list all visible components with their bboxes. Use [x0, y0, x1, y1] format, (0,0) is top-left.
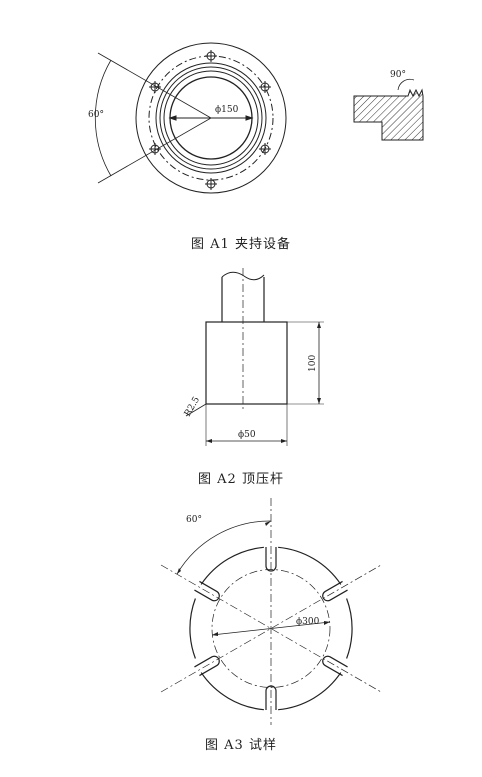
a2-diam-arrow-right: [281, 439, 287, 443]
figure-a1-caption: 图 A1 夹持设备: [191, 237, 291, 252]
a1-diameter-arrow-left: [168, 115, 177, 121]
specimen-arc-3: [278, 672, 342, 711]
section-angle-arc: [397, 78, 415, 91]
figure-a3-specimen: [160, 498, 382, 725]
specimen-arc-4: [200, 672, 264, 711]
a3-diameter-arrow-right: [324, 621, 330, 625]
clamp-bolts: [149, 50, 271, 190]
specimen-arc-2: [346, 598, 353, 659]
a3-diameter-label: ϕ300: [296, 617, 320, 627]
rod-break-line: [221, 271, 265, 281]
a2-height-arrow-bottom: [317, 398, 321, 404]
a1-angle-arc: [94, 59, 112, 177]
figure-a3-caption: 图 A3 试样: [205, 738, 277, 753]
a2-radius-leader: [185, 403, 207, 417]
specimen-slot-upper-right: [322, 580, 348, 602]
a1-angle-line-bottom: [97, 117, 212, 184]
bolt: [149, 81, 161, 93]
specimen-centerline-diag-1: [160, 564, 382, 693]
bolt: [259, 143, 271, 155]
figure-a1-clamp: [94, 42, 287, 194]
specimen-arc-6: [200, 546, 264, 585]
rod-block: [205, 321, 288, 405]
a1-detail-angle-label: 90°: [390, 70, 406, 80]
specimen-slot-lower-right: [322, 655, 348, 677]
a1-angle-line-top: [97, 52, 212, 119]
a2-diameter-label: ϕ50: [238, 430, 256, 440]
figure-a2-caption: 图 A2 顶压杆: [198, 472, 284, 487]
a1-diameter-arrow-right: [245, 115, 254, 121]
bolt: [205, 50, 217, 62]
figure-a2-pressure-rod: [185, 268, 324, 446]
specimen-slot-top: [265, 547, 277, 572]
bolt: [149, 143, 161, 155]
a1-section-detail: [353, 78, 424, 141]
a3-angle-label: 60°: [186, 515, 202, 525]
clamp-ring-1: [155, 62, 267, 174]
clamp-outer-ring: [135, 42, 287, 194]
specimen-centerline-diag-2: [160, 564, 382, 693]
bolt: [205, 178, 217, 190]
a3-angle-arrow-right: [265, 521, 271, 526]
a3-diameter-line: [211, 621, 331, 636]
clamp-ring-2: [159, 66, 263, 170]
specimen-arc-5: [189, 598, 196, 659]
a1-angle-label: 60°: [88, 110, 104, 120]
a2-radius-label: R2.5: [183, 395, 202, 419]
clamp-ring-3: [163, 70, 259, 166]
a3-diameter-arrow-left: [212, 632, 218, 636]
specimen-arc-1: [278, 546, 342, 585]
bolt: [259, 81, 271, 93]
a3-angle-arrow-left: [177, 568, 181, 574]
a2-height-label: 100: [308, 355, 318, 372]
section-hatched-profile: [353, 88, 424, 141]
a3-angle-arc: [176, 520, 272, 575]
a2-diam-arrow-left: [206, 439, 212, 443]
a2-height-arrow-top: [317, 322, 321, 328]
a1-diameter-label: ϕ150: [215, 105, 239, 115]
